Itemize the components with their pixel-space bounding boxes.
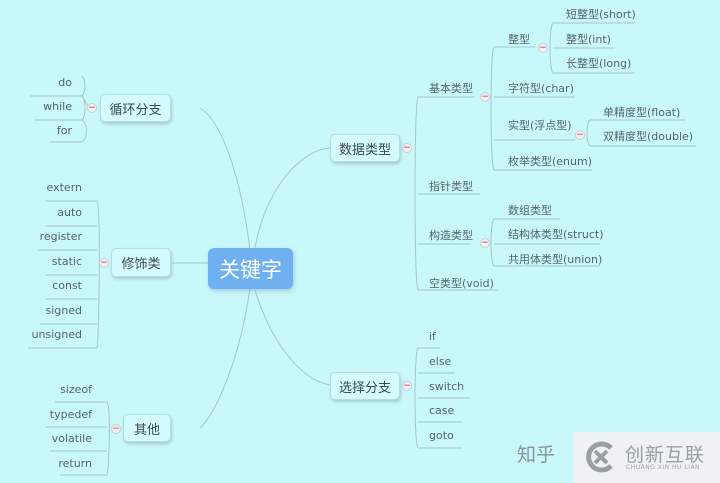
minus-icon: − <box>112 424 120 434</box>
leaf-signed[interactable]: signed <box>45 304 83 317</box>
brand-name: 创新互联 <box>625 444 706 466</box>
leaf-return[interactable]: return <box>58 457 92 470</box>
leaf-int[interactable]: 整型(int) <box>566 33 611 46</box>
leaf-register[interactable]: register <box>39 230 82 243</box>
branch-label: 循环分支 <box>109 102 162 118</box>
minus-icon: − <box>403 143 411 153</box>
leaf-float[interactable]: 单精度型(float) <box>603 106 681 119</box>
collapse-toggle-icon[interactable]: − <box>480 92 490 102</box>
branch-label: 选择分支 <box>338 380 391 396</box>
leaf-auto[interactable]: auto <box>57 206 82 219</box>
minus-icon: − <box>481 238 489 248</box>
leaf-while[interactable]: while <box>43 100 72 113</box>
branch-node-data-types[interactable]: 数据类型 <box>330 134 400 162</box>
branch-label: 修饰类 <box>121 257 161 272</box>
root-label: 关键字 <box>219 257 282 282</box>
leaf-unsigned[interactable]: unsigned <box>31 328 82 341</box>
branch-node-modifiers[interactable]: 修饰类 <box>111 248 171 277</box>
root-node-keywords[interactable]: 关键字 <box>208 248 293 289</box>
collapse-toggle-icon[interactable]: − <box>99 258 109 268</box>
minus-icon: − <box>576 130 584 140</box>
leaf-const[interactable]: const <box>52 279 82 292</box>
leaf-if[interactable]: if <box>429 330 436 343</box>
leaf-goto[interactable]: goto <box>429 429 454 442</box>
leaf-void[interactable]: 空类型(void) <box>429 277 494 290</box>
leaf-for[interactable]: for <box>56 124 72 137</box>
leaf-typedef[interactable]: typedef <box>49 408 92 421</box>
leaf-double[interactable]: 双精度型(double) <box>603 130 694 143</box>
leaf-switch[interactable]: switch <box>429 380 465 393</box>
minus-icon: − <box>481 92 489 102</box>
leaf-do[interactable]: do <box>58 76 72 89</box>
brand-watermark: 创新互联 CHUANG XIN HU LIAN <box>573 432 720 483</box>
collapse-toggle-icon[interactable]: − <box>111 424 121 434</box>
brand-subtitle: CHUANG XIN HU LIAN <box>626 464 701 471</box>
branch-label: 数据类型 <box>338 142 391 158</box>
subnode-constructed-types[interactable]: 构造类型 <box>429 229 473 242</box>
minus-icon: − <box>100 258 108 268</box>
leaf-union[interactable]: 共用体类型(union) <box>508 253 603 266</box>
leaf-struct[interactable]: 结构体类型(struct) <box>508 228 604 241</box>
minus-icon: − <box>539 43 547 53</box>
leaf-case[interactable]: case <box>429 404 455 417</box>
leaf-array[interactable]: 数组类型 <box>508 204 552 217</box>
branch-node-selection[interactable]: 选择分支 <box>330 372 400 400</box>
branch-node-other[interactable]: 其他 <box>123 414 171 442</box>
minus-icon: − <box>88 103 96 113</box>
leaf-char[interactable]: 字符型(char) <box>508 82 574 95</box>
collapse-toggle-icon[interactable]: − <box>480 238 490 248</box>
leaf-static[interactable]: static <box>51 255 82 268</box>
subnode-integer[interactable]: 整型 <box>508 33 530 46</box>
branch-label: 其他 <box>133 422 160 438</box>
collapse-toggle-icon[interactable]: − <box>402 381 412 391</box>
leaf-sizeof[interactable]: sizeof <box>60 383 92 396</box>
leaf-short[interactable]: 短整型(short) <box>566 8 636 21</box>
leaf-volatile[interactable]: volatile <box>51 432 92 445</box>
collapse-toggle-icon[interactable]: − <box>402 143 412 153</box>
subnode-basic-types[interactable]: 基本类型 <box>429 82 473 95</box>
leaf-extern[interactable]: extern <box>46 181 82 194</box>
leaf-pointer-types[interactable]: 指针类型 <box>429 180 473 193</box>
collapse-toggle-icon[interactable]: − <box>575 130 585 140</box>
leaf-else[interactable]: else <box>429 355 452 368</box>
zhihu-watermark: 知乎 <box>517 444 556 466</box>
minus-icon: − <box>403 381 411 391</box>
leaf-enum[interactable]: 枚举类型(enum) <box>508 155 593 168</box>
leaf-long[interactable]: 长整型(long) <box>566 57 632 70</box>
collapse-toggle-icon[interactable]: − <box>87 103 97 113</box>
subnode-float-types[interactable]: 实型(浮点型) <box>508 119 572 132</box>
collapse-toggle-icon[interactable]: − <box>538 43 548 53</box>
branch-node-loop[interactable]: 循环分支 <box>100 94 171 122</box>
brand-logo-icon <box>586 441 613 473</box>
